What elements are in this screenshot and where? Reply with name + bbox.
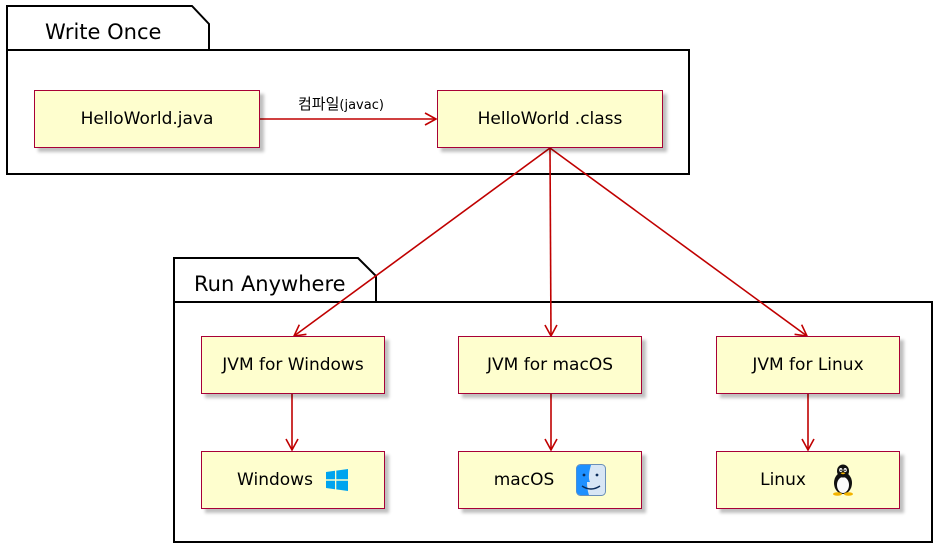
finder-icon xyxy=(576,464,607,496)
node-jvm-macos-label: JVM for macOS xyxy=(487,355,613,375)
node-hello-class[interactable]: HelloWorld .class xyxy=(437,90,663,148)
edge-class-to-jvm-linux xyxy=(549,147,809,337)
compile-tool-label: (javac) xyxy=(339,98,384,113)
node-hello-java[interactable]: HelloWorld.java xyxy=(34,90,260,148)
windows-logo-icon xyxy=(325,469,348,491)
compile-label: 컴파일 xyxy=(298,95,340,113)
node-os-linux[interactable]: Linux xyxy=(716,451,900,509)
node-jvm-linux-label: JVM for Linux xyxy=(752,355,864,375)
node-os-macos[interactable]: macOS xyxy=(458,451,642,509)
package-title-run-anywhere: Run Anywhere xyxy=(194,272,346,296)
node-os-linux-label: Linux xyxy=(760,470,806,490)
node-os-windows-label: Windows xyxy=(237,470,313,490)
node-os-windows[interactable]: Windows xyxy=(201,451,385,509)
node-jvm-windows[interactable]: JVM for Windows xyxy=(201,336,385,394)
tux-penguin-icon xyxy=(832,464,853,496)
package-title-write-once: Write Once xyxy=(45,20,162,44)
compile-edge-label: 컴파일(javac) xyxy=(298,93,384,114)
node-hello-class-label: HelloWorld .class xyxy=(477,109,623,129)
node-os-macos-label: macOS xyxy=(493,470,555,490)
node-jvm-macos[interactable]: JVM for macOS xyxy=(458,336,642,394)
node-jvm-windows-label: JVM for Windows xyxy=(222,355,364,375)
edge-class-to-jvm-windows xyxy=(292,147,551,337)
node-hello-java-label: HelloWorld.java xyxy=(80,109,214,129)
node-jvm-linux[interactable]: JVM for Linux xyxy=(716,336,900,394)
edge-class-to-jvm-macos xyxy=(544,147,558,338)
